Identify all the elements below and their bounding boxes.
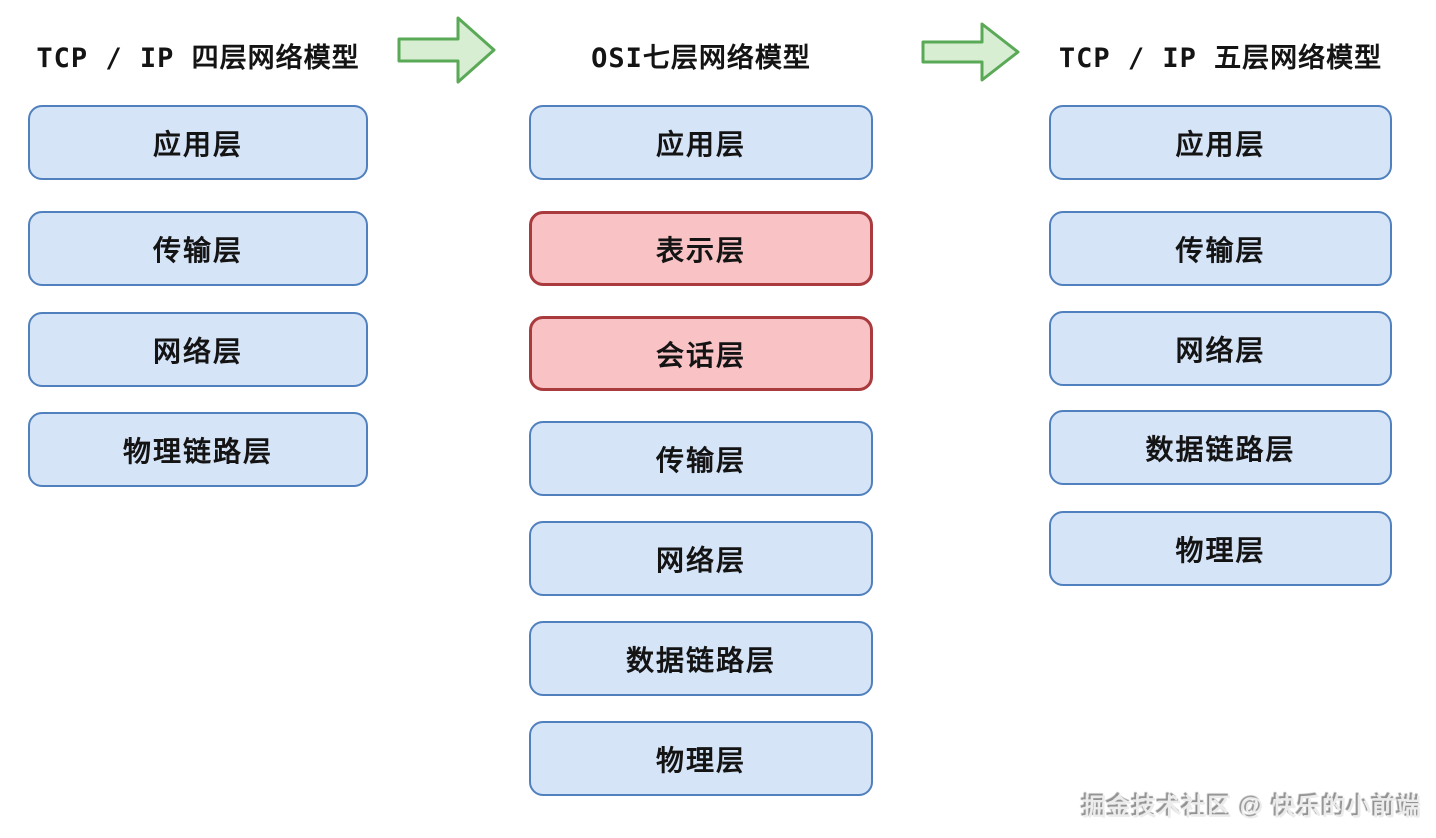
layer-label: 网络层 — [152, 335, 243, 367]
column-osi-7-layer: 应用层 表示层 会话层 传输层 网络层 数据链路层 物理层 — [529, 105, 873, 796]
layer-label: 网络层 — [1175, 334, 1266, 366]
layer-label: 应用层 — [152, 128, 243, 160]
column-title-tcpip-4-layer: TCP / IP 四层网络模型 — [36, 43, 360, 74]
watermark-text: 掘金技术社区 @ 快乐的小前端 — [1082, 794, 1422, 821]
column-title-tcpip-5-layer: TCP / IP 五层网络模型 — [1058, 43, 1383, 74]
layer-label: 网络层 — [655, 544, 746, 576]
column-tcpip-5-layer: 应用层 传输层 网络层 数据链路层 物理层 — [1049, 105, 1392, 586]
layer-box-data-link: 数据链路层 — [1049, 410, 1392, 485]
layer-box-network: 网络层 — [529, 521, 873, 596]
layer-box-application: 应用层 — [529, 105, 873, 180]
layer-label: 会话层 — [655, 339, 746, 371]
layer-label: 传输层 — [152, 234, 243, 266]
right-arrow-icon — [921, 22, 1020, 82]
column-title-osi-7-layer: OSI七层网络模型 — [591, 43, 811, 74]
layer-label: 表示层 — [655, 234, 746, 266]
layer-box-physical: 物理层 — [1049, 511, 1392, 586]
layer-box-session: 会话层 — [529, 316, 873, 391]
layer-label: 应用层 — [1175, 128, 1266, 160]
layer-box-network: 网络层 — [28, 312, 368, 387]
layer-label: 数据链路层 — [1145, 433, 1296, 465]
layer-label: 传输层 — [655, 444, 746, 476]
layer-label: 物理链路层 — [122, 435, 273, 467]
column-tcpip-4-layer: 应用层 传输层 网络层 物理链路层 — [28, 105, 368, 487]
layer-label: 物理层 — [1175, 534, 1266, 566]
layer-box-physical-link: 物理链路层 — [28, 412, 368, 487]
layer-box-data-link: 数据链路层 — [529, 621, 873, 696]
layer-box-presentation: 表示层 — [529, 211, 873, 286]
layer-label: 物理层 — [655, 744, 746, 776]
layer-box-application: 应用层 — [1049, 105, 1392, 180]
layer-label: 数据链路层 — [625, 644, 776, 676]
layer-box-network: 网络层 — [1049, 311, 1392, 386]
right-arrow-icon — [397, 16, 496, 84]
layer-label: 应用层 — [655, 128, 746, 160]
layer-box-transport: 传输层 — [529, 421, 873, 496]
layer-label: 传输层 — [1175, 234, 1266, 266]
layer-box-physical: 物理层 — [529, 721, 873, 796]
layer-box-application: 应用层 — [28, 105, 368, 180]
layer-box-transport: 传输层 — [1049, 211, 1392, 286]
layer-box-transport: 传输层 — [28, 211, 368, 286]
